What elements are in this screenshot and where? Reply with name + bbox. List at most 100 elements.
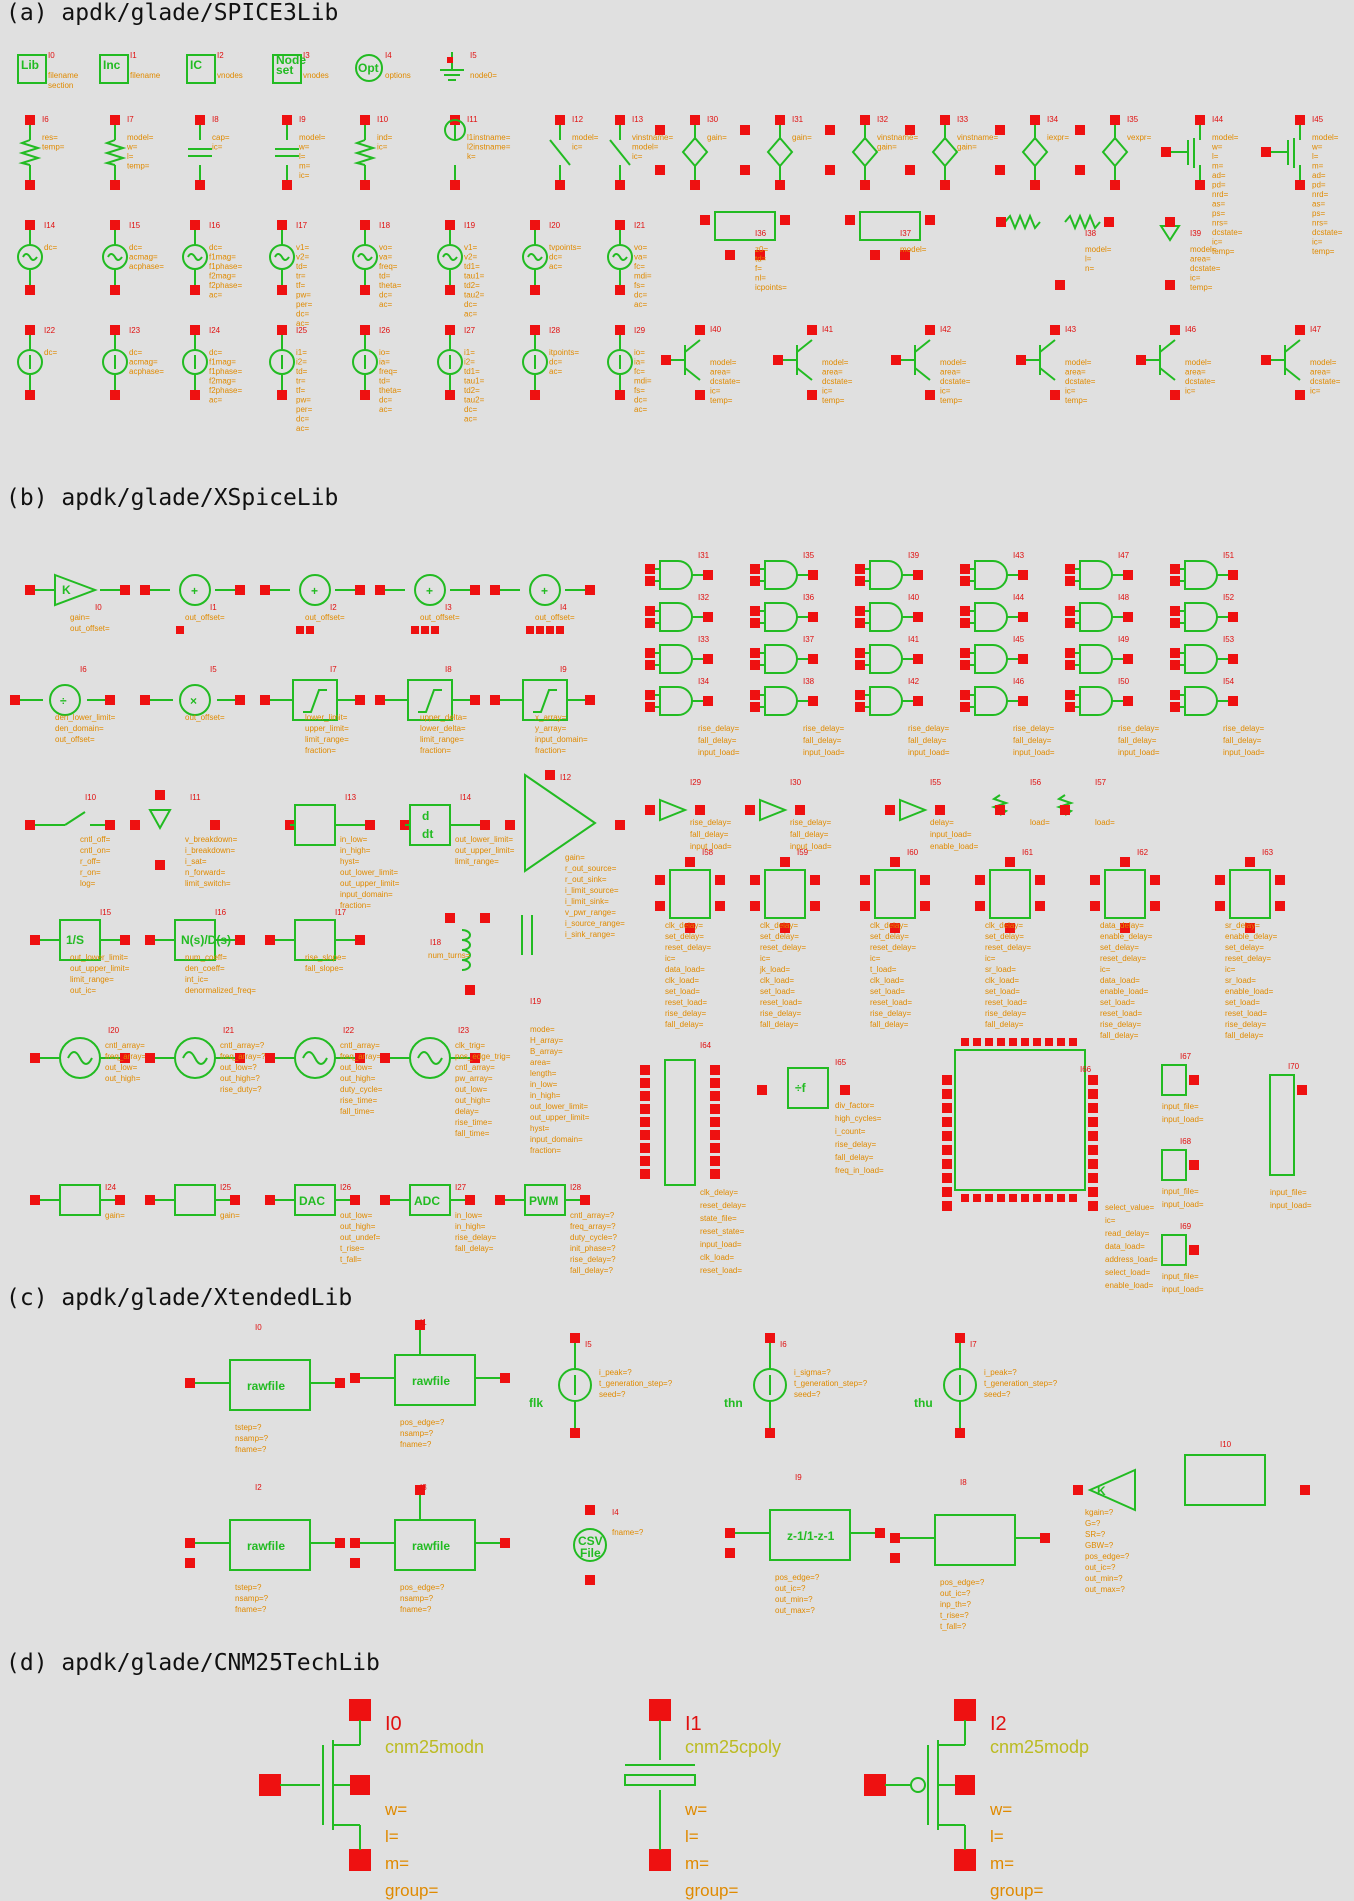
cell-name: cnm25modn	[385, 1737, 484, 1757]
pin	[445, 285, 455, 295]
pin	[1018, 570, 1028, 580]
symbol-text: rawfile	[412, 1539, 450, 1553]
pin	[1195, 180, 1205, 190]
pin	[655, 125, 665, 135]
pin	[30, 935, 40, 945]
param-label: ic=	[710, 387, 721, 396]
pin	[808, 570, 818, 580]
instance-name: I53	[1223, 635, 1235, 644]
param-label: fall_delay=	[455, 1244, 494, 1253]
param-label: ic=	[1185, 387, 1196, 396]
param-label: w=	[989, 1800, 1012, 1819]
param-label: filename	[130, 71, 161, 80]
param-label: out_min=?	[1085, 1574, 1123, 1583]
xspice-gate-I51: I51	[1170, 551, 1238, 590]
pin	[145, 935, 155, 945]
pin	[450, 180, 460, 190]
param-label: clk_delay=	[760, 921, 798, 930]
spice3-I44: I44model=w=l=m=ad=pd=nrd=as=ps=nrs=dcsta…	[1161, 115, 1243, 256]
param-label: ic=	[870, 954, 881, 963]
instance-name: I33	[698, 635, 710, 644]
pin	[265, 1053, 275, 1063]
param-label: nrd=	[1212, 190, 1229, 199]
param-label: filename	[48, 71, 79, 80]
param-label: t_fall=?	[940, 1622, 967, 1631]
param-label: i_breakdown=	[185, 846, 235, 855]
xtended-I10: KI10kgain=?G=?SR=?GBW=?pos_edge=?out_ic=…	[1073, 1440, 1310, 1594]
param-label: rise_delay=	[985, 1009, 1026, 1018]
pin	[25, 820, 35, 830]
param-label: input_load=	[1118, 748, 1160, 757]
param-label: den_coeff=	[185, 964, 225, 973]
param-label: dcstate=	[940, 377, 971, 386]
param-label: input_load=	[1223, 748, 1265, 757]
pin	[1275, 875, 1285, 885]
pin	[490, 585, 500, 595]
pin	[780, 857, 790, 867]
pin	[190, 325, 200, 335]
pin	[750, 875, 760, 885]
param-label: seed=?	[599, 1390, 626, 1399]
pin	[1136, 355, 1146, 365]
xspice-gate-I53: I53	[1170, 635, 1238, 674]
logic-gate	[659, 686, 693, 716]
pin	[807, 325, 817, 335]
pin	[1297, 1085, 1307, 1095]
pin	[960, 660, 970, 670]
symbol-circle	[522, 244, 548, 270]
param-label: temp=	[1190, 283, 1213, 292]
param-label: cntl_array=?	[220, 1041, 265, 1050]
pin	[445, 325, 455, 335]
param-label: limit_range=	[455, 857, 499, 866]
wire	[914, 367, 931, 381]
pin	[176, 626, 184, 634]
param-label: limit_switch=	[185, 879, 231, 888]
pin	[1040, 1533, 1050, 1543]
param-label: dc=	[209, 348, 222, 357]
pin	[1088, 1117, 1098, 1127]
symbol-body	[59, 1184, 101, 1216]
param-label: v2=	[296, 253, 309, 262]
pin	[891, 355, 901, 365]
pin	[864, 1774, 886, 1796]
logic-gate	[1079, 560, 1113, 590]
symbol-text: rawfile	[247, 1379, 285, 1393]
param-label: td=	[296, 367, 308, 376]
instance-name: I0	[255, 1323, 262, 1332]
instance-name: I14	[460, 793, 472, 802]
pin	[860, 115, 870, 125]
symbol-body	[394, 1354, 476, 1406]
param-label: out_high=	[340, 1074, 376, 1083]
pin	[530, 390, 540, 400]
pin	[942, 1201, 952, 1211]
pin	[961, 1038, 969, 1046]
param-label: length=	[530, 1069, 557, 1078]
param-label: fc=	[634, 367, 645, 376]
param-label: dc=	[634, 396, 647, 405]
instance-name: I6	[42, 115, 49, 124]
param-label: input_load=	[930, 830, 972, 839]
pin	[30, 1053, 40, 1063]
limiter-curve	[533, 689, 557, 713]
controlled-source	[681, 136, 709, 168]
pin	[195, 180, 205, 190]
instance-name: I15	[129, 221, 141, 230]
pin	[282, 180, 292, 190]
param-label: in_low=	[455, 1211, 483, 1220]
pin	[710, 1130, 720, 1140]
pin	[415, 1320, 425, 1330]
symbol-body	[787, 1067, 829, 1109]
pin	[1245, 857, 1255, 867]
pin	[710, 1078, 720, 1088]
instance-name: I2	[255, 1483, 262, 1492]
pin	[940, 180, 950, 190]
symbol-text: ÷f	[795, 1081, 807, 1095]
diode-shape	[1159, 225, 1181, 242]
